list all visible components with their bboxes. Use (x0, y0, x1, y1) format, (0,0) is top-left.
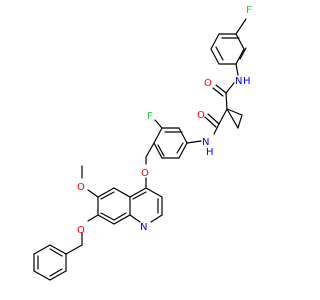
bond (153, 142, 163, 159)
bond (153, 127, 163, 144)
bond (235, 33, 245, 50)
bond (178, 142, 188, 159)
bond (226, 108, 243, 116)
bond (33, 270, 51, 281)
bond (49, 244, 67, 255)
atom-label-hydrogen: H (243, 76, 251, 87)
bond (210, 48, 220, 65)
atom-labels: F N H O O N H F O O O N (77, 5, 252, 236)
bond (225, 82, 235, 94)
atom-label-nitrogen: N (235, 76, 242, 87)
bond (100, 212, 115, 221)
atom-label-fluorine: F (246, 5, 252, 16)
bonds (33, 18, 247, 281)
bond (100, 191, 115, 200)
atom-label-oxygen: O (141, 168, 149, 179)
bond (178, 127, 188, 144)
atom-label-nitrogen: N (202, 137, 209, 148)
molecule-canvas: F N H O O N H F O O O N (33, 5, 252, 281)
atom-label-nitrogen: N (140, 222, 147, 233)
atom-label-fluorine: F (147, 111, 153, 122)
bond (235, 63, 239, 76)
bond (97, 187, 115, 198)
atom-label-oxygen: O (77, 225, 85, 236)
bond (218, 108, 228, 125)
bond (113, 212, 127, 221)
bond (132, 191, 147, 200)
bond (226, 108, 239, 129)
bond (87, 214, 99, 222)
bond (154, 119, 163, 129)
bond (150, 214, 163, 223)
bond (204, 116, 217, 128)
bond (215, 84, 227, 94)
bond (213, 123, 220, 135)
atom-label-oxygen: O (197, 110, 205, 121)
bond (113, 214, 131, 225)
bond (235, 18, 247, 35)
bond (145, 142, 155, 158)
bond (33, 244, 51, 255)
atom-label-oxygen: O (77, 182, 85, 193)
bond (207, 113, 220, 125)
bond (210, 33, 220, 50)
bond (225, 92, 228, 110)
bond (215, 46, 224, 61)
bond (49, 270, 67, 281)
bond (49, 268, 63, 277)
bond (113, 187, 131, 198)
atom-label-hydrogen: H (206, 147, 214, 158)
bond (237, 114, 243, 129)
bond (235, 48, 245, 65)
structure-diagram: F N H O O N H F O O O N (33, 5, 252, 281)
bond (145, 187, 163, 198)
atom-label-oxygen: O (204, 78, 212, 89)
bond (87, 189, 99, 198)
bond (212, 87, 224, 97)
bond (186, 140, 202, 144)
bond (97, 214, 115, 225)
bond (176, 142, 184, 154)
bond (239, 47, 247, 60)
bond (49, 248, 63, 257)
bond (129, 187, 147, 198)
bond (129, 214, 141, 223)
bond (65, 244, 83, 255)
bond (157, 144, 165, 157)
